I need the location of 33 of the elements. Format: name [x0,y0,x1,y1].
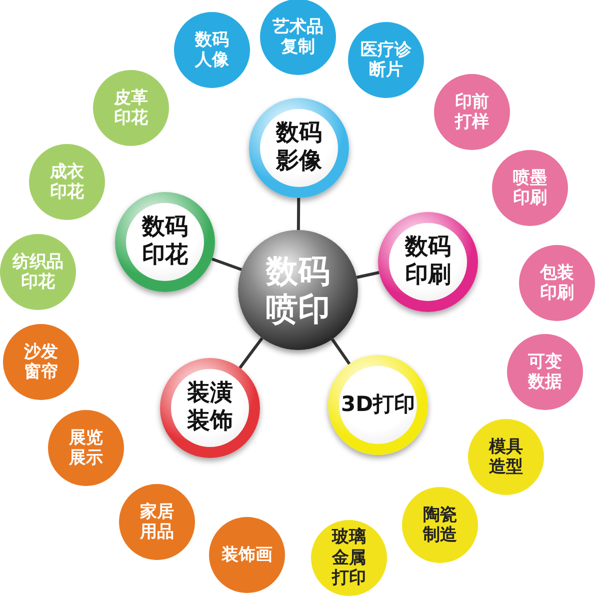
sphere-node [160,358,260,458]
node-label: 纺织品印花 [12,252,64,292]
node-label: 展览展示 [68,428,104,468]
node-label: 印前打样 [454,92,490,132]
node-label: 皮革印花 [113,88,149,128]
node-label: 数码人像 [194,30,230,70]
node-label: 艺术品复制 [272,16,324,58]
connector-line [331,338,351,365]
sphere-node [249,98,349,198]
connector-line [238,337,264,369]
node-label: 装潢装饰 [186,380,234,436]
node-label: 喷墨印刷 [512,168,548,208]
node-label: 成衣印花 [49,162,85,202]
node-label: 沙发窗帘 [23,342,59,382]
sphere-node [378,212,478,312]
node-label: 可变数据 [527,352,563,392]
node-label: 模具造型 [488,436,524,478]
node-label: 玻璃金属打印 [331,527,367,589]
node-label: 数码印刷 [404,234,452,290]
node-label: 陶瓷制造 [422,504,458,546]
node-label: 装饰画 [220,544,274,566]
node-label: 包装印刷 [539,262,575,304]
node-label: 数码影像 [275,120,323,176]
sphere-node [115,192,215,292]
node-label: 医疗诊断片 [360,40,412,80]
node-label: 3D打印 [340,392,416,418]
sphere-node [328,355,428,455]
connector-line [356,271,380,279]
node-label: 家居用品 [139,502,175,542]
node-label: 数码印花 [141,214,189,270]
connector-line [296,198,300,230]
connector-line [212,258,242,272]
node-label: 数码喷印 [265,252,331,328]
